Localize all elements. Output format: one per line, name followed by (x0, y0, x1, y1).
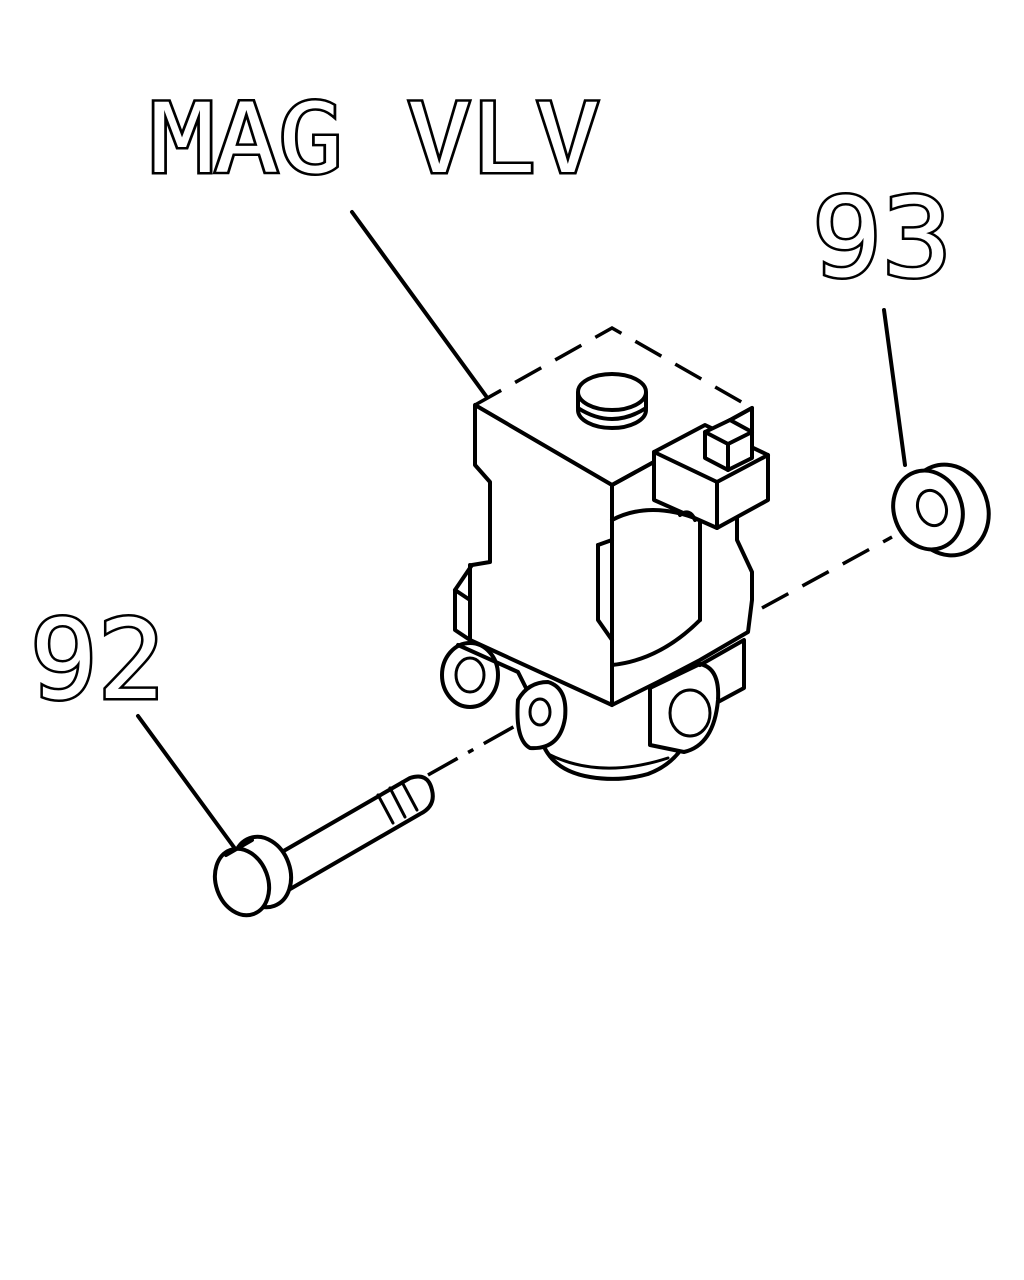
flange-nut-93 (891, 462, 991, 558)
label-93: 93 (812, 174, 952, 302)
label-mag-vlv: MAG VLV (150, 83, 600, 195)
leader-92 (136, 714, 238, 852)
leader-93 (882, 308, 907, 467)
leader-mag-vlv (350, 210, 488, 398)
nut-centerline (761, 535, 893, 610)
flange-bolt-92 (212, 774, 435, 918)
magnetic-valve (440, 325, 770, 781)
bolt-centerline (427, 710, 541, 777)
label-92: 92 (30, 596, 165, 724)
